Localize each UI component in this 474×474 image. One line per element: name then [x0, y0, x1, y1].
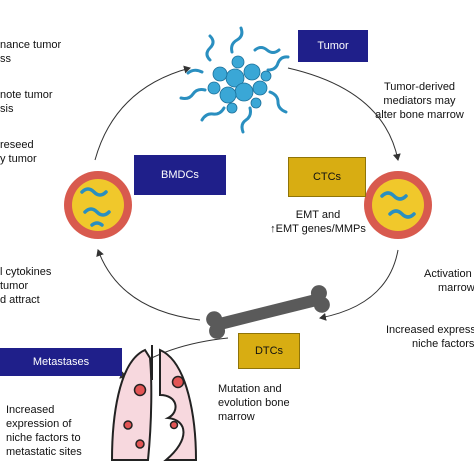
increased-left-line-2: expression of [6, 418, 72, 430]
tumor-cluster-icon [179, 26, 290, 134]
left-note-3-line-2: y tumor [0, 153, 37, 165]
bmdcs-box: BMDCs [134, 155, 226, 195]
left-note-3-line-1: reseed [0, 139, 34, 151]
bmdc-cell-icon [64, 171, 132, 239]
increased-left-note: Increased expression of niche factors to… [6, 403, 82, 459]
activation-note: Activation marrow [424, 267, 474, 295]
left-note-4-line-3: d attract [0, 294, 40, 306]
ctcs-box: CTCs [288, 157, 366, 197]
mutation-line-2: evolution bone [218, 397, 290, 409]
increased-left-line-3: niche factors to [6, 432, 81, 444]
bmdcs-box-label: BMDCs [161, 169, 199, 181]
left-note-2-line-2: sis [0, 103, 14, 115]
mutation-note: Mutation and evolution bone marrow [218, 382, 290, 424]
lungs-icon [110, 345, 198, 461]
dtcs-box: DTCs [238, 333, 300, 369]
emt-line-1: EMT and [295, 209, 341, 221]
arrow-bmdcs-to-tumor [94, 65, 191, 161]
activation-line-1: Activation [424, 268, 472, 280]
emt-note: EMT and ↑EMT genes/MMPs [258, 208, 378, 236]
increased-right-line-2: niche factors [412, 338, 474, 350]
tumor-derived-note: Tumor-derived mediators may alter bone m… [365, 80, 474, 122]
increased-right-line-1: Increased expressi [386, 324, 474, 336]
left-note-3: reseed y tumor [0, 138, 37, 166]
tumor-box: Tumor [298, 30, 368, 62]
arrow-bone-to-bmdcs [96, 249, 201, 321]
tumor-box-label: Tumor [317, 40, 349, 52]
left-note-1-line-1: nance tumor [0, 39, 62, 51]
activation-line-2: marrow [438, 282, 474, 294]
arrow-tumor-to-ctcs [287, 67, 401, 161]
metastases-box: Metastases [0, 348, 122, 376]
tumor-derived-line-3: alter bone marrow [375, 109, 464, 121]
arrow-ctcs-to-bone [319, 249, 399, 321]
left-note-1: nance tumor ss [0, 38, 61, 66]
left-note-4: l cytokines tumor d attract [0, 265, 51, 307]
mutation-line-3: marrow [218, 411, 255, 423]
left-note-1-line-2: ss [0, 53, 11, 65]
dtcs-box-label: DTCs [254, 345, 284, 357]
ctcs-box-label: CTCs [312, 171, 342, 183]
emt-line-2: ↑EMT genes/MMPs [270, 223, 366, 235]
increased-left-line-4: metastatic sites [6, 446, 82, 458]
ctc-cell-icon [364, 171, 432, 239]
increased-left-line-1: Increased [6, 404, 55, 416]
bone-icon [206, 285, 330, 339]
left-note-2-line-1: note tumor [0, 89, 53, 101]
metastases-box-label: Metastases [32, 356, 90, 368]
increased-right-note: Increased expressi niche factors [386, 323, 474, 351]
tumor-derived-line-2: mediators may [383, 95, 456, 107]
mutation-line-1: Mutation and [218, 383, 282, 395]
left-note-2: note tumor sis [0, 88, 53, 116]
left-note-4-line-2: tumor [0, 280, 29, 292]
left-note-4-line-1: l cytokines [0, 266, 52, 278]
tumor-derived-line-1: Tumor-derived [383, 81, 456, 93]
